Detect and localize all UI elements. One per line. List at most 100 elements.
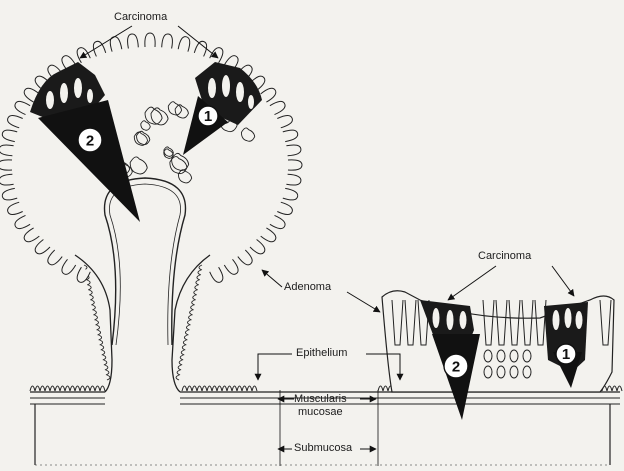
head-frond — [2, 130, 17, 142]
stalk-villus — [184, 335, 187, 340]
label-muscularis-line2: mucosae — [294, 406, 347, 419]
stalk-villus — [102, 350, 105, 355]
stalk-villus — [107, 375, 110, 380]
head-frond — [0, 160, 12, 170]
stalk-villus — [180, 355, 183, 360]
label-muscularis-mucosae: Muscularis mucosae — [294, 393, 347, 418]
villus — [182, 386, 187, 391]
stalk-villus — [94, 315, 97, 320]
villus — [607, 386, 612, 391]
stalk-villus — [176, 375, 179, 380]
stalk-villus — [195, 285, 198, 290]
stalk-villus — [90, 295, 93, 300]
stalk-villus — [194, 290, 197, 295]
villus — [40, 386, 45, 391]
villus — [30, 386, 35, 391]
villus — [90, 386, 95, 391]
villus — [35, 386, 40, 391]
villus — [60, 386, 65, 391]
villus — [55, 386, 60, 391]
head-frond — [224, 259, 238, 274]
stalk-villus — [189, 315, 192, 320]
gland — [172, 153, 189, 170]
head-frond — [283, 188, 298, 200]
head-frond — [24, 228, 39, 242]
stalk-villus — [98, 330, 101, 335]
villus — [217, 386, 222, 391]
marker-2-left-polyp: 2 — [78, 128, 102, 152]
head-frond — [270, 101, 285, 114]
villus — [192, 386, 197, 391]
head-frond — [162, 34, 173, 49]
head-frond — [261, 88, 276, 102]
villus — [85, 386, 90, 391]
villus — [612, 386, 617, 391]
villus — [80, 386, 85, 391]
gland — [175, 105, 188, 118]
head-frond — [62, 259, 76, 274]
villus — [227, 386, 232, 391]
stalk-villus — [97, 325, 100, 330]
gland — [130, 157, 147, 174]
stalk-villus — [181, 350, 184, 355]
villus — [65, 386, 70, 391]
stalk-villus — [192, 300, 195, 305]
stalk-villus — [186, 325, 189, 330]
villus — [197, 386, 202, 391]
villus — [202, 386, 207, 391]
villus — [70, 386, 75, 391]
villus — [232, 386, 237, 391]
head-frond — [2, 188, 17, 200]
stalk-villus — [193, 295, 196, 300]
head-frond — [238, 250, 252, 265]
villus — [187, 386, 192, 391]
stalk-villus — [106, 370, 109, 375]
stalk-villus — [190, 310, 193, 315]
stalk-villus — [105, 365, 108, 370]
label-epithelium: Epithelium — [296, 348, 347, 359]
villus — [100, 386, 105, 391]
head-frond — [48, 250, 62, 265]
stalk-villus — [182, 345, 185, 350]
head-frond — [288, 160, 302, 170]
gland — [168, 102, 181, 115]
stalk-villus — [89, 290, 92, 295]
stalk-epithelium — [84, 265, 202, 380]
sessile-polyp — [382, 291, 614, 420]
stalk-villus — [199, 265, 202, 270]
marker-1-sessile-polyp: 1 — [556, 344, 576, 364]
villus — [237, 386, 242, 391]
head-frond — [8, 115, 23, 127]
head-frond — [0, 145, 14, 156]
villus — [45, 386, 50, 391]
villus — [212, 386, 217, 391]
head-frond — [286, 174, 301, 185]
head-frond — [8, 202, 23, 214]
head-frond — [128, 34, 139, 49]
stalk-villus — [177, 370, 180, 375]
stalk-villus — [104, 360, 107, 365]
head-frond — [270, 215, 285, 228]
stalk-villus — [178, 365, 181, 370]
head-frond — [145, 33, 155, 47]
head-frond — [277, 115, 292, 127]
head-frond — [286, 145, 301, 156]
invasion-wedge-2 — [38, 100, 140, 222]
stalk-villus — [91, 300, 94, 305]
stalk-villus — [198, 270, 201, 275]
label-carcinoma-right: Carcinoma — [478, 251, 531, 262]
villus — [383, 386, 388, 391]
head-frond — [0, 174, 14, 185]
label-muscularis-line1: Muscularis — [294, 393, 347, 406]
stalk-villus — [183, 340, 186, 345]
label-adenoma: Adenoma — [284, 282, 331, 293]
villus — [222, 386, 227, 391]
stalk-villus — [197, 275, 200, 280]
villus — [95, 386, 100, 391]
head-frond — [210, 267, 223, 282]
stalk-villus — [101, 345, 104, 350]
stalk-villus — [99, 335, 102, 340]
head-frond — [261, 228, 276, 242]
stalk-villus — [103, 355, 106, 360]
